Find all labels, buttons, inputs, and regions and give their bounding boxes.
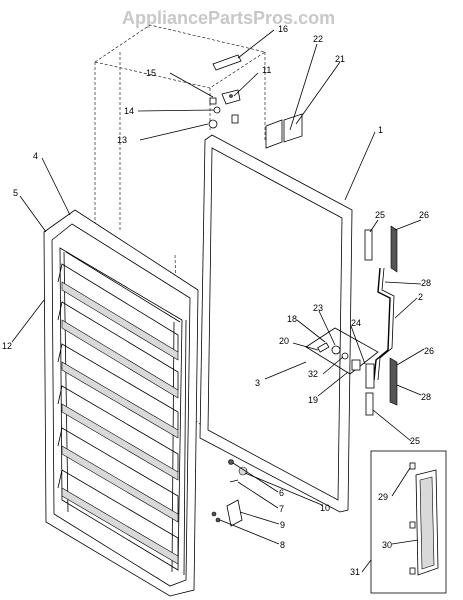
callout-15: 15 — [146, 68, 156, 78]
part-20 — [317, 342, 330, 353]
callout-10: 10 — [320, 503, 330, 513]
callout-23: 23 — [313, 303, 323, 313]
callout-22: 22 — [313, 34, 323, 44]
parts-21-22 — [265, 113, 303, 149]
callout-18: 18 — [287, 314, 297, 324]
part-26-top — [390, 225, 398, 273]
part-latch-block — [351, 359, 361, 371]
callout-5: 5 — [13, 188, 18, 198]
callout-21: 21 — [335, 54, 345, 64]
callout-12: 12 — [2, 341, 12, 351]
callout-19: 19 — [308, 395, 318, 405]
callout-9: 9 — [280, 520, 285, 530]
part-25-bottom — [365, 392, 374, 416]
part-32 — [341, 352, 349, 360]
callout-30: 30 — [382, 540, 392, 550]
part-6 — [228, 459, 234, 465]
callout-25-bottom: 25 — [410, 436, 420, 446]
handle-assembly — [364, 225, 398, 416]
part-21 — [283, 113, 303, 143]
top-hinge-parts — [208, 54, 242, 129]
callout-25-top: 25 — [375, 210, 385, 220]
handle-kit-box — [370, 450, 447, 594]
callout-26-top: 26 — [419, 210, 429, 220]
callout-8: 8 — [280, 540, 285, 550]
part-22 — [265, 119, 283, 149]
door-shelves — [57, 263, 179, 565]
part-14 — [213, 106, 221, 114]
callout-20: 20 — [279, 336, 289, 346]
part-9-bracket — [226, 499, 243, 527]
part-13 — [208, 119, 218, 129]
bottom-hinge-parts — [211, 459, 248, 527]
callout-2: 2 — [418, 292, 423, 302]
part-8 — [211, 511, 217, 517]
part-15 — [209, 97, 217, 105]
latch-box — [305, 327, 379, 375]
callout-28-bottom: 28 — [421, 392, 431, 402]
callout-3: 3 — [255, 378, 260, 388]
part-25-top — [364, 229, 373, 261]
watermark-text: AppliancePartsPros.com — [122, 8, 335, 28]
callout-labels: 16 22 21 15 11 14 13 1 4 5 12 25 26 28 2… — [2, 24, 434, 577]
callout-6: 6 — [279, 488, 284, 498]
callout-11: 11 — [262, 65, 271, 75]
callout-14: 14 — [124, 106, 134, 116]
leader-lines — [11, 29, 425, 573]
callout-28-top: 28 — [421, 278, 431, 288]
callout-31: 31 — [350, 567, 360, 577]
callout-24: 24 — [351, 318, 361, 328]
callout-4: 4 — [33, 151, 38, 161]
callout-26-bottom: 26 — [424, 346, 434, 356]
callout-16: 16 — [278, 24, 288, 34]
callout-13: 13 — [117, 135, 127, 145]
part-29-top — [409, 462, 416, 470]
part-7 — [229, 479, 239, 483]
callout-29: 29 — [378, 492, 388, 502]
part-small-block — [231, 114, 239, 124]
part-26-bottom — [389, 357, 398, 406]
part-2-handle — [373, 267, 391, 381]
part-29-bottom — [409, 567, 416, 575]
part-29-mid — [409, 521, 416, 529]
part-23 — [331, 345, 341, 355]
callout-1: 1 — [378, 125, 383, 135]
part-31-box — [370, 450, 447, 594]
door-liner-panel — [199, 134, 353, 513]
callout-32: 32 — [308, 369, 318, 379]
callout-7: 7 — [279, 504, 284, 514]
part-24 — [365, 363, 375, 389]
part-16 — [212, 54, 242, 71]
